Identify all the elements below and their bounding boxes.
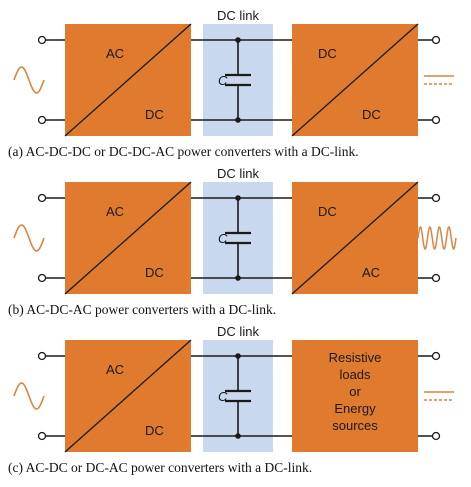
- junction-node-bottom: [235, 117, 241, 123]
- left-block-top-label: AC: [106, 204, 124, 219]
- terminal: [37, 273, 47, 283]
- left-block-diagonal: [64, 339, 192, 453]
- dc-link-label: DC link: [217, 166, 259, 181]
- terminal: [431, 35, 441, 45]
- terminal: [431, 351, 441, 361]
- junction-node-bottom: [235, 275, 241, 281]
- capacitor-label: C: [218, 389, 228, 404]
- capacitor-label: C: [218, 231, 228, 246]
- right-block-diagonal: [291, 181, 419, 295]
- right-block-text-line: loads: [339, 367, 371, 382]
- left-block-diagonal: [64, 181, 192, 295]
- left-block-top-label: AC: [106, 362, 124, 377]
- left-block-bottom-label: DC: [145, 107, 164, 122]
- right-block-top-label: DC: [318, 46, 337, 61]
- figure-caption: (b) AC-DC-AC power converters with a DC-…: [8, 302, 276, 317]
- terminal: [37, 35, 47, 45]
- ac-waveform-icon: [13, 382, 45, 410]
- right-block-text-line: or: [349, 384, 361, 399]
- left-block-bottom-label: DC: [145, 265, 164, 280]
- right-block-bottom-label: AC: [362, 265, 380, 280]
- right-block-text-line: Energy: [334, 401, 376, 416]
- right-block-bottom-label: DC: [362, 107, 381, 122]
- terminal: [37, 115, 47, 125]
- right-block: [292, 340, 418, 452]
- right-block-text-line: sources: [332, 418, 378, 433]
- right-block-text-line: Resistive: [329, 350, 382, 365]
- terminal: [37, 351, 47, 361]
- terminal: [37, 431, 47, 441]
- terminal: [431, 431, 441, 441]
- left-block-top-label: AC: [106, 46, 124, 61]
- dc-link-label: DC link: [217, 324, 259, 339]
- junction-node-top: [235, 195, 241, 201]
- ac-waveform-icon: [13, 66, 45, 94]
- ac-waveform-icon: [13, 224, 45, 252]
- terminal: [431, 193, 441, 203]
- left-block-diagonal: [64, 23, 192, 137]
- right-block-top-label: DC: [318, 204, 337, 219]
- left-block-bottom-label: DC: [145, 423, 164, 438]
- junction-node-top: [235, 37, 241, 43]
- terminal: [431, 273, 441, 283]
- capacitor-label: C: [218, 73, 228, 88]
- junction-node-top: [235, 353, 241, 359]
- figure-caption: (a) AC-DC-DC or DC-DC-AC power converter…: [8, 144, 359, 159]
- dc-link-label: DC link: [217, 8, 259, 23]
- right-block-diagonal: [291, 23, 419, 137]
- terminal: [431, 115, 441, 125]
- hf-ac-waveform-icon: [417, 226, 457, 250]
- junction-node-bottom: [235, 433, 241, 439]
- figure-caption: (c) AC-DC or DC-AC power converters with…: [8, 460, 312, 475]
- terminal: [37, 193, 47, 203]
